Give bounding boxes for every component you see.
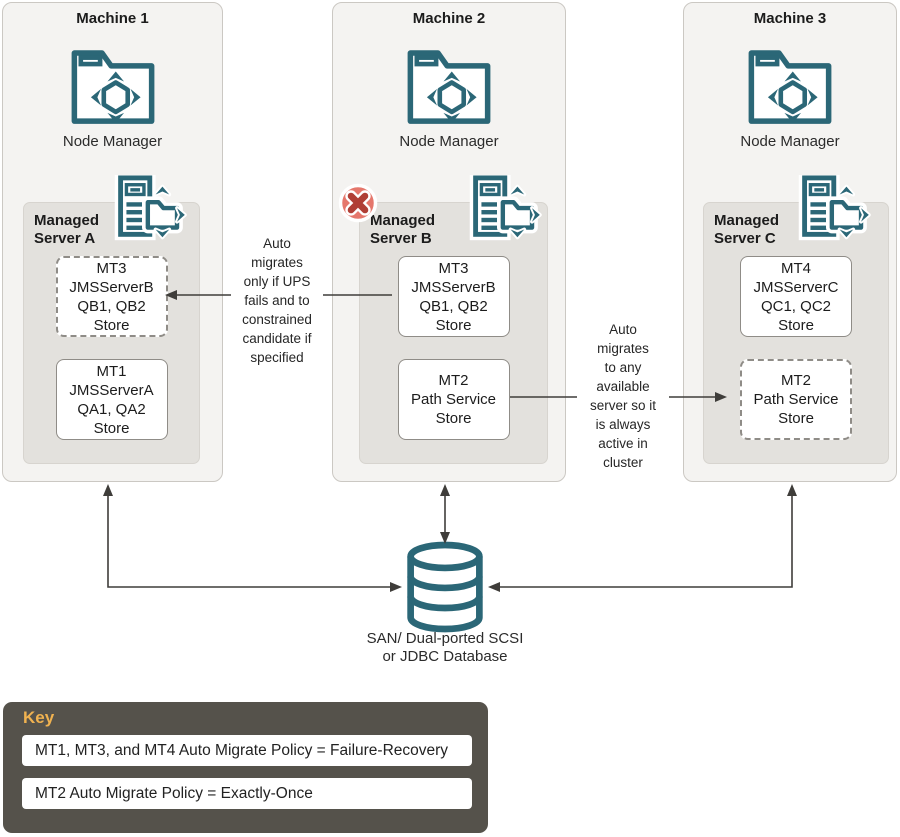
key-entry-exactly-once: MT2 Auto Migrate Policy = Exactly-Once bbox=[22, 778, 472, 809]
machine-title: Machine 3 bbox=[753, 10, 827, 27]
migratable-target-mt2: MT2 Path Service Store bbox=[740, 359, 852, 440]
migration-note-exactly-once: Auto migrates to any available server so… bbox=[577, 320, 669, 472]
machine-3-box: Machine 3 Node Manager Managed Server C … bbox=[683, 2, 897, 482]
migratable-target-text: MT3 JMSServerB QB1, QB2 Store bbox=[411, 259, 496, 334]
managed-server-icon bbox=[781, 175, 871, 247]
node-manager-icon bbox=[403, 49, 495, 127]
managed-server-icon bbox=[97, 175, 187, 247]
database-cylinder-icon bbox=[403, 541, 487, 633]
migratable-target-mt2: MT2 Path Service Store bbox=[397, 359, 510, 440]
migratable-target-mt3: MT3 JMSServerB QB1, QB2 Store bbox=[55, 256, 168, 337]
node-manager-icon bbox=[67, 49, 159, 127]
key-legend-box: Key MT1, MT3, and MT4 Auto Migrate Polic… bbox=[3, 702, 488, 833]
migration-note-ups: Auto migrates only if UPS fails and to c… bbox=[231, 234, 323, 367]
key-title: Key bbox=[23, 708, 55, 727]
key-entry-failure-recovery: MT1, MT3, and MT4 Auto Migrate Policy = … bbox=[22, 735, 472, 766]
managed-server-name: Managed Server C bbox=[714, 212, 780, 247]
machine-title: Machine 1 bbox=[76, 10, 149, 27]
node-manager-label: Node Manager bbox=[62, 133, 163, 150]
node-manager-icon bbox=[744, 49, 836, 127]
migratable-target-text: MT3 JMSServerB QB1, QB2 Store bbox=[69, 259, 154, 334]
migratable-target-text: MT2 Path Service Store bbox=[753, 372, 839, 427]
managed-server-a-box: Managed Server A MT3 JMSServerB QB1, QB2… bbox=[23, 202, 200, 464]
machine-title: Machine 2 bbox=[412, 10, 486, 27]
migratable-target-mt3: MT3 JMSServerB QB1, QB2 Store bbox=[397, 256, 510, 337]
migratable-target-mt1: MT1 JMSServerA QA1, QA2 Store bbox=[55, 359, 168, 440]
migratable-target-mt4: MT4 JMSServerC QC1, QC2 Store bbox=[740, 256, 852, 337]
managed-server-c-box: Managed Server C MT4 JMSServerC QC1, QC2… bbox=[703, 202, 889, 464]
managed-server-name: Managed Server B bbox=[370, 212, 436, 247]
managed-server-icon bbox=[452, 175, 542, 247]
migratable-target-text: MT2 Path Service Store bbox=[410, 372, 497, 427]
node-manager-label: Node Manager bbox=[740, 133, 840, 150]
migratable-target-text: MT1 JMSServerA QA1, QA2 Store bbox=[69, 362, 154, 437]
managed-server-b-box: Managed Server B MT3 JMSServerB QB1, QB2… bbox=[359, 202, 548, 464]
database-label: SAN/ Dual-ported SCSI or JDBC Database bbox=[366, 630, 524, 665]
machine-1-box: Machine 1 Node Manager Managed Server A … bbox=[2, 2, 223, 482]
failed-x-icon bbox=[337, 182, 379, 224]
managed-server-name: Managed Server A bbox=[34, 212, 100, 247]
migratable-target-text: MT4 JMSServerC QC1, QC2 Store bbox=[753, 259, 839, 334]
machine-2-box: Machine 2 Node Manager Managed Server B … bbox=[332, 2, 566, 482]
node-manager-label: Node Manager bbox=[399, 133, 499, 150]
